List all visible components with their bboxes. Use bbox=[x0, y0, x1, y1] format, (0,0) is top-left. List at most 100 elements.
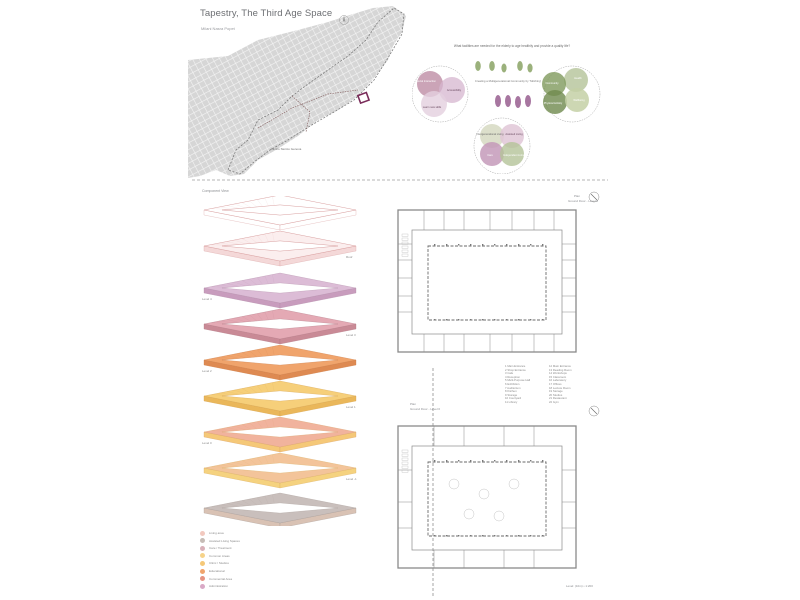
learn-skills-label: Learn new skills bbox=[423, 105, 442, 109]
axon-hatch bbox=[219, 428, 234, 432]
axon-layer-top bbox=[203, 230, 357, 262]
axon-hatch bbox=[219, 320, 234, 324]
axon-layer: Level 1 bbox=[203, 380, 357, 417]
concept-center-label: Creating a Multigenerational Community b… bbox=[475, 79, 542, 83]
site-location-label: Centro Storico Genova bbox=[271, 147, 302, 151]
legend-label: Common Areas bbox=[209, 553, 230, 558]
axon-hatch bbox=[272, 346, 275, 356]
axon-hatch bbox=[272, 310, 275, 320]
plan-outer-wall bbox=[397, 425, 577, 569]
axon-layer bbox=[203, 196, 357, 231]
axon-hatch bbox=[211, 286, 228, 288]
axon-hatch bbox=[211, 244, 228, 246]
plan-column bbox=[506, 244, 508, 246]
axon-layer: Level -1 bbox=[203, 452, 357, 489]
legend-item: Commercial Area bbox=[200, 576, 232, 582]
axon-level-label: Level 2 bbox=[202, 369, 212, 373]
axon-hatch bbox=[226, 391, 240, 395]
axon-hatch bbox=[234, 203, 246, 209]
axon-layer-top bbox=[203, 272, 357, 304]
plan-key-item: 10 Courtyard bbox=[505, 396, 522, 401]
plan-key-item: 16 Laboratory bbox=[549, 378, 567, 383]
axon-hatch bbox=[226, 427, 240, 431]
axon-hatch bbox=[241, 460, 252, 466]
purple-cluster-outline bbox=[412, 65, 469, 123]
axon-hatch bbox=[264, 311, 269, 320]
axon-hatch bbox=[249, 458, 257, 465]
axon-hatch bbox=[249, 278, 257, 285]
axon-hatch bbox=[234, 281, 246, 287]
axon-hatch bbox=[257, 349, 263, 357]
axon-hatch bbox=[226, 319, 240, 323]
axon-hatch bbox=[234, 353, 246, 359]
plan-column bbox=[470, 460, 472, 462]
green-cluster-outline bbox=[543, 65, 601, 123]
plan-column bbox=[542, 535, 544, 537]
axon-hatch bbox=[211, 430, 228, 432]
plan-key-item: 18 Lecture Room bbox=[549, 385, 571, 390]
intergenerational-label: Intergenerational Living bbox=[477, 132, 505, 136]
axon-hatch bbox=[226, 463, 240, 467]
plan-column bbox=[446, 535, 448, 537]
plan-column bbox=[530, 319, 532, 321]
plan-column bbox=[458, 460, 460, 462]
concept-question: What facilities are needed for the elder… bbox=[454, 44, 570, 48]
axon-hatch bbox=[226, 355, 240, 359]
axon-hatch bbox=[241, 280, 252, 286]
axon-level-label: Level 3 bbox=[346, 333, 356, 337]
legend-item: Administration bbox=[200, 583, 228, 589]
plan-column bbox=[530, 460, 532, 462]
plan-column bbox=[434, 460, 436, 462]
axon-hatch bbox=[272, 274, 275, 284]
plan-column bbox=[494, 244, 496, 246]
axon-layer bbox=[203, 492, 357, 526]
plan-stair bbox=[401, 245, 409, 249]
wellbeing-circle bbox=[565, 88, 589, 112]
axon-layer-top bbox=[203, 492, 357, 524]
poster-subtitle: Milani Nasra Popet bbox=[201, 26, 235, 31]
axon-hatch bbox=[241, 424, 252, 430]
plan-stair bbox=[401, 253, 409, 257]
plan-key-item: 2 Shop Entrance bbox=[505, 367, 526, 372]
plan-column bbox=[458, 535, 460, 537]
plan-key-item: 14 Workshops bbox=[549, 371, 567, 376]
axon-hatch bbox=[226, 503, 240, 507]
plan-stair bbox=[401, 237, 409, 241]
plan-courtyard bbox=[427, 245, 547, 321]
axon-hatch bbox=[211, 394, 228, 396]
plan-linework bbox=[397, 209, 577, 353]
plan2-north-arrow bbox=[588, 405, 600, 417]
plan-column bbox=[518, 535, 520, 537]
community-label: Community bbox=[545, 81, 559, 85]
wellbeing-label: Wellbeing bbox=[573, 98, 585, 102]
plan-column bbox=[542, 244, 544, 246]
independent-living-label: Independent Living bbox=[503, 153, 525, 157]
legend-item: Common Areas bbox=[200, 553, 230, 559]
legend-swatch bbox=[200, 530, 205, 536]
plan-key-item: 17 Offices bbox=[549, 381, 562, 386]
route-line bbox=[257, 89, 359, 129]
axon-hatch bbox=[249, 200, 257, 207]
legend-label: Administration bbox=[209, 584, 229, 589]
floor-plan-upper bbox=[397, 209, 577, 353]
axon-hatch bbox=[234, 239, 246, 245]
plan-linework bbox=[397, 425, 577, 569]
plan2-subtitle: Ground Floor - Level 0 bbox=[410, 407, 441, 411]
plan-column bbox=[518, 460, 520, 462]
axon-hatch bbox=[264, 197, 269, 206]
axon-layer: Roof bbox=[203, 230, 357, 267]
plan-key-item: 7 Auditorium bbox=[505, 385, 521, 390]
plan1-north-arrow bbox=[588, 191, 600, 203]
plan-key-item: 6 Exhibition bbox=[505, 381, 520, 386]
independent-living-circle bbox=[500, 142, 524, 166]
axon-hatch bbox=[249, 498, 257, 505]
legend-label: Commercial Area bbox=[209, 576, 233, 581]
plan-key-item: 4 Reception bbox=[505, 374, 520, 379]
figures-purple bbox=[495, 95, 531, 108]
axon-level-label: Roof bbox=[346, 255, 353, 259]
plan-column bbox=[542, 460, 544, 462]
legend-item: Clinic / Studios bbox=[200, 560, 229, 566]
legend-swatch bbox=[200, 583, 205, 589]
